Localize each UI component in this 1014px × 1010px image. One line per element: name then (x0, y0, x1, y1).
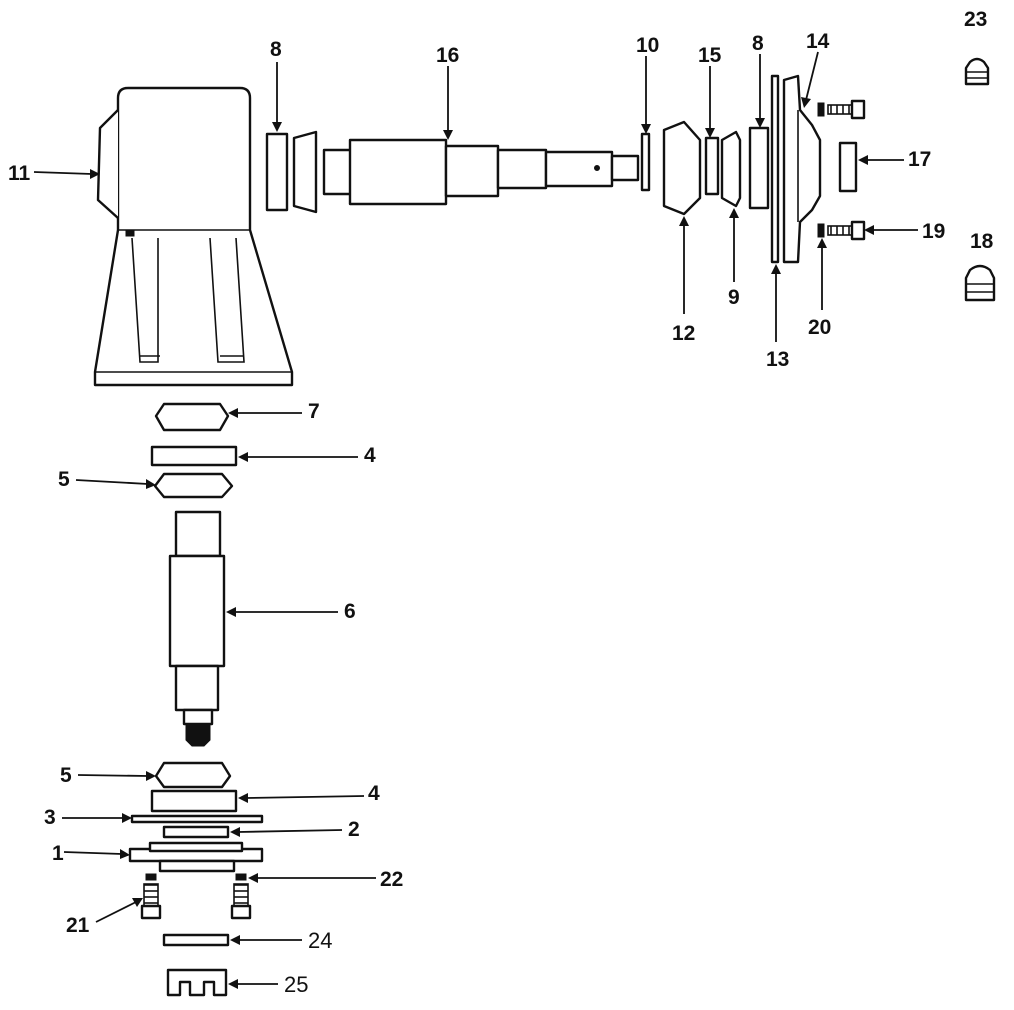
label-4-lower: 4 (368, 782, 380, 805)
lube-fitting-small (964, 57, 990, 86)
bearing-cone-left (292, 130, 318, 214)
label-18: 18 (970, 230, 994, 253)
bearing-cone-lower (154, 761, 232, 789)
bevel-gear (662, 120, 702, 216)
label-15: 15 (698, 44, 722, 67)
bearing-cup-left (265, 132, 289, 212)
label-5-lower: 5 (60, 764, 72, 787)
label-23: 23 (964, 8, 987, 31)
cap-screw (827, 220, 866, 241)
label-25: 25 (284, 972, 308, 997)
cap-screw-upper (817, 99, 866, 120)
bearing-cone-right (720, 130, 742, 208)
bearing-cup-upper (150, 445, 238, 467)
bearing-retainer (782, 74, 822, 264)
cap-screw-left (140, 873, 162, 920)
clip (166, 968, 228, 997)
label-17: 17 (908, 148, 931, 171)
label-1: 1 (52, 842, 64, 865)
shim (770, 74, 780, 264)
pinion-shaft (322, 138, 640, 206)
label-2: 2 (348, 818, 360, 841)
label-20: 20 (808, 316, 831, 339)
label-8-left: 8 (270, 38, 282, 61)
label-16: 16 (436, 44, 459, 67)
label-22: 22 (380, 868, 403, 891)
label-14: 14 (806, 30, 830, 53)
bearing-cup-lower (150, 789, 238, 813)
seal-lower (162, 825, 230, 839)
lock-washer (817, 223, 825, 238)
label-8-right: 8 (752, 32, 764, 55)
label-19: 19 (922, 220, 945, 243)
oil-seal (838, 141, 858, 193)
label-9: 9 (728, 286, 740, 309)
label-7: 7 (308, 400, 320, 423)
label-6: 6 (344, 600, 356, 623)
breather-fitting (964, 264, 996, 302)
cap-screw-right (230, 873, 252, 920)
label-11: 11 (8, 162, 31, 185)
spacer (704, 136, 720, 196)
label-21: 21 (66, 914, 90, 937)
vertical-shaft (168, 510, 226, 747)
leader-lines (33, 51, 918, 989)
bearing-cup-right (748, 126, 770, 210)
bearing-retainer-lower (128, 841, 264, 873)
bearing-cone-7 (154, 402, 230, 432)
gear-housing (93, 86, 294, 387)
gasket (130, 814, 264, 824)
callout-labels: 11 8 16 10 15 8 14 23 17 19 18 20 9 12 1… (8, 8, 994, 997)
label-12: 12 (672, 322, 695, 345)
label-3: 3 (44, 806, 56, 829)
label-13: 13 (766, 348, 789, 371)
bearing-cone-upper (153, 472, 234, 499)
label-24: 24 (308, 928, 332, 953)
label-10: 10 (636, 34, 659, 57)
label-5-upper: 5 (58, 468, 70, 491)
plate (162, 933, 230, 947)
label-4-upper: 4 (364, 444, 376, 467)
snap-ring (640, 132, 651, 192)
